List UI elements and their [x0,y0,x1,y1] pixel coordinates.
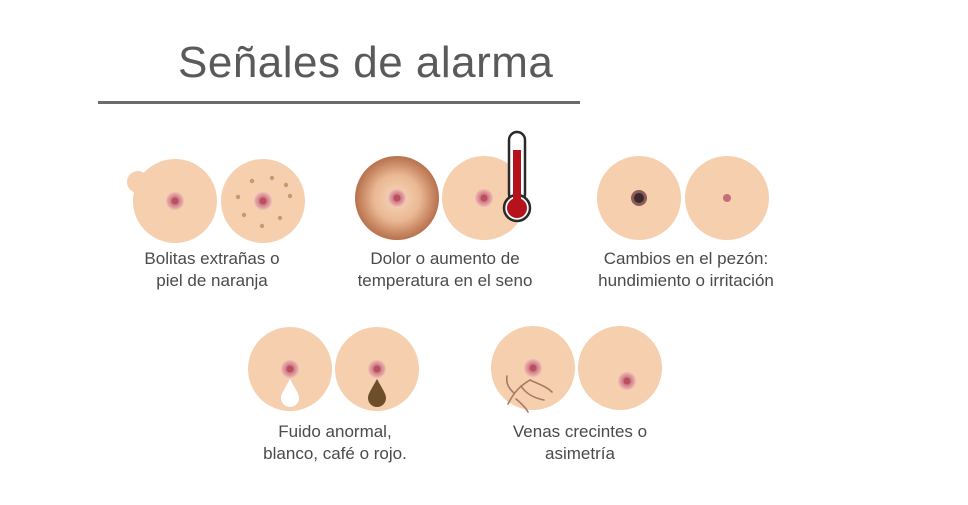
sign-1-caption-line2: piel de naranja [156,271,268,290]
sign-5-caption-line2: asimetría [545,444,615,463]
sign-3-caption: Cambios en el pezón: hundimiento o irrit… [583,248,789,292]
sign-5-asymmetric-breast [578,326,662,410]
sign-1-orange-peel-breast [221,159,305,243]
sign-5-veins-breast [491,326,575,413]
sign-2-caption: Dolor o aumento de temperatura en el sen… [340,248,550,292]
title-underline [98,101,580,104]
sign-1-caption: Bolitas extrañas o piel de naranja [132,248,292,292]
sign-3-irritated-nipple-breast [685,156,769,240]
thermometer-icon [502,130,532,223]
sign-4-brown-discharge-breast [335,327,419,411]
sign-4-caption: Fuido anormal, blanco, café o rojo. [245,421,425,465]
page-title: Señales de alarma [178,38,554,87]
sign-5-caption: Venas crecintes o asimetría [495,421,665,465]
sign-3-caption-line1: Cambios en el pezón: [603,249,769,268]
sign-1-caption-line1: Bolitas extrañas o [144,249,280,268]
sign-4-caption-line1: Fuido anormal, [278,422,392,441]
sign-2-inflamed-breast [355,156,439,240]
sign-4-white-discharge-breast [248,327,332,411]
sign-3-retracted-nipple-breast [597,156,681,240]
sign-2-breast [442,156,526,240]
sign-2-caption-line1: Dolor o aumento de [370,249,520,268]
sign-1-lumps-breast [127,159,217,243]
sign-2-caption-line2: temperatura en el seno [357,271,533,290]
sign-3-caption-line2: hundimiento o irritación [598,271,774,290]
sign-5-caption-line1: Venas crecintes o [512,422,648,441]
sign-4-caption-line2: blanco, café o rojo. [263,444,407,463]
